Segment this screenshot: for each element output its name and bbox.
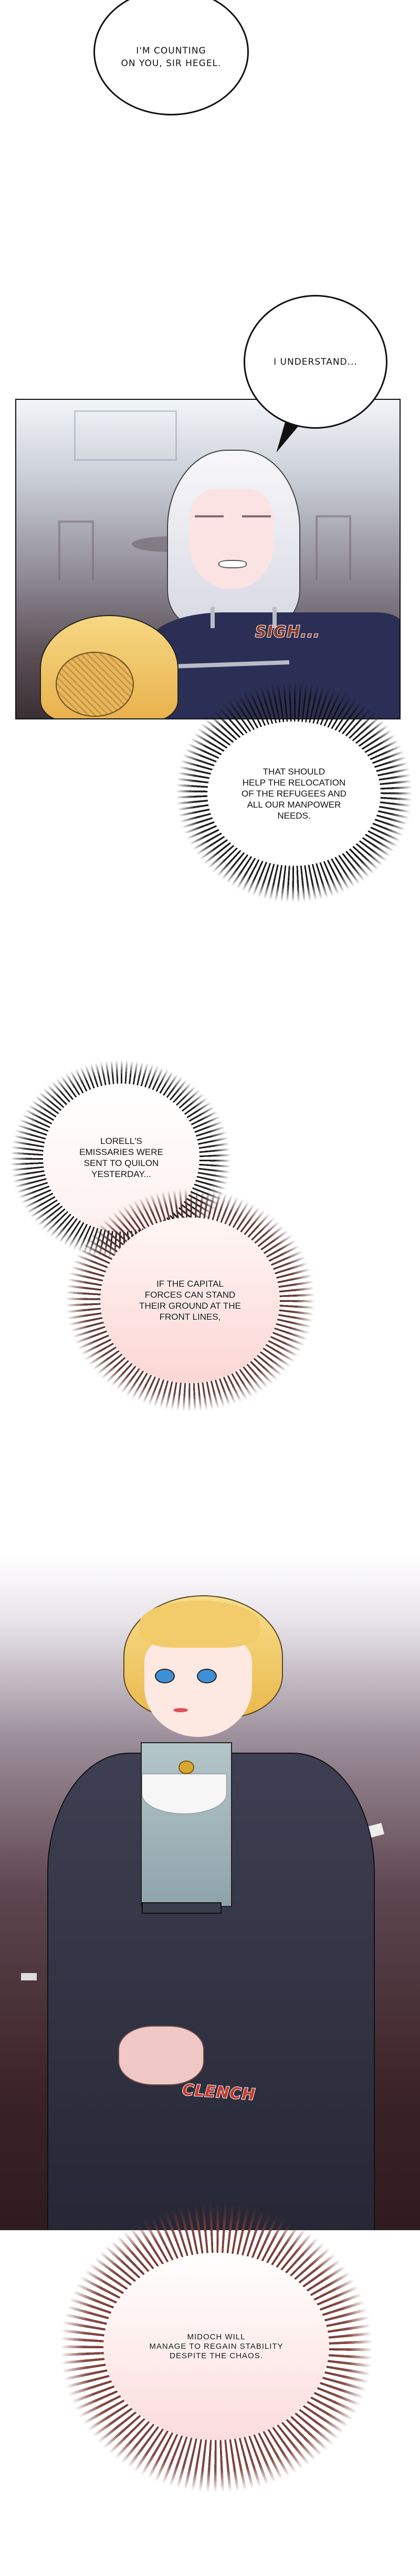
thought-burst-5-text: IF THE CAPITAL FORCES CAN STAND THEIR GR… bbox=[139, 1279, 241, 1322]
thought-burst-4-text: LORELL'S EMISSARIES WERE SENT TO QUILON … bbox=[79, 1136, 163, 1179]
closed-eye bbox=[195, 515, 224, 517]
panel-2-illustration: CLENCH bbox=[0, 1553, 420, 2230]
speech-bubble-2: I UNDERSTAND... bbox=[244, 295, 387, 429]
cravat bbox=[142, 1774, 227, 1814]
background-chair bbox=[316, 515, 351, 580]
sfx-sigh: SIGH... bbox=[255, 622, 320, 642]
burst-core: THAT SHOULD HELP THE RELOCATION OF THE R… bbox=[207, 722, 381, 866]
thought-burst-6-text: MIDOCH WILL MANAGE TO REGAIN STABILITY D… bbox=[149, 2332, 284, 2360]
eye-left bbox=[155, 1669, 175, 1683]
speech-bubble-2-text: I UNDERSTAND... bbox=[274, 356, 358, 367]
speech-bubble-1: I'M COUNTING ON YOU, SIR HEGEL. bbox=[93, 0, 249, 115]
gold-brooch bbox=[178, 1761, 194, 1774]
hegel-face bbox=[190, 489, 274, 589]
clasped-hands bbox=[118, 2026, 204, 2085]
burst-core: MIDOCH WILL MANAGE TO REGAIN STABILITY D… bbox=[103, 2253, 329, 2440]
blonde-bangs bbox=[139, 1600, 260, 1648]
lips bbox=[173, 1708, 188, 1712]
belt bbox=[142, 1902, 222, 1914]
eye-right bbox=[197, 1669, 217, 1683]
thought-burst-6: MIDOCH WILL MANAGE TO REGAIN STABILITY D… bbox=[60, 2204, 373, 2493]
jacket bbox=[47, 1753, 375, 2230]
background-chair bbox=[58, 521, 94, 580]
thought-burst-3-text: THAT SHOULD HELP THE RELOCATION OF THE R… bbox=[242, 767, 346, 821]
speech-bubble-1-text: I'M COUNTING ON YOU, SIR HEGEL. bbox=[121, 46, 222, 69]
closed-eye bbox=[242, 515, 271, 517]
braided-bun bbox=[56, 652, 134, 717]
thought-burst-5: IF THE CAPITAL FORCES CAN STAND THEIR GR… bbox=[66, 1189, 315, 1412]
background-window bbox=[74, 410, 177, 461]
woman-face bbox=[144, 1637, 252, 1737]
panel-1-illustration: SIGH... bbox=[15, 399, 401, 719]
mouth bbox=[218, 560, 247, 568]
uniform-collar bbox=[211, 607, 277, 628]
burst-core: IF THE CAPITAL FORCES CAN STAND THEIR GR… bbox=[100, 1217, 280, 1383]
thought-burst-3: THAT SHOULD HELP THE RELOCATION OF THE R… bbox=[176, 682, 412, 903]
debris-speck bbox=[21, 1973, 37, 1980]
